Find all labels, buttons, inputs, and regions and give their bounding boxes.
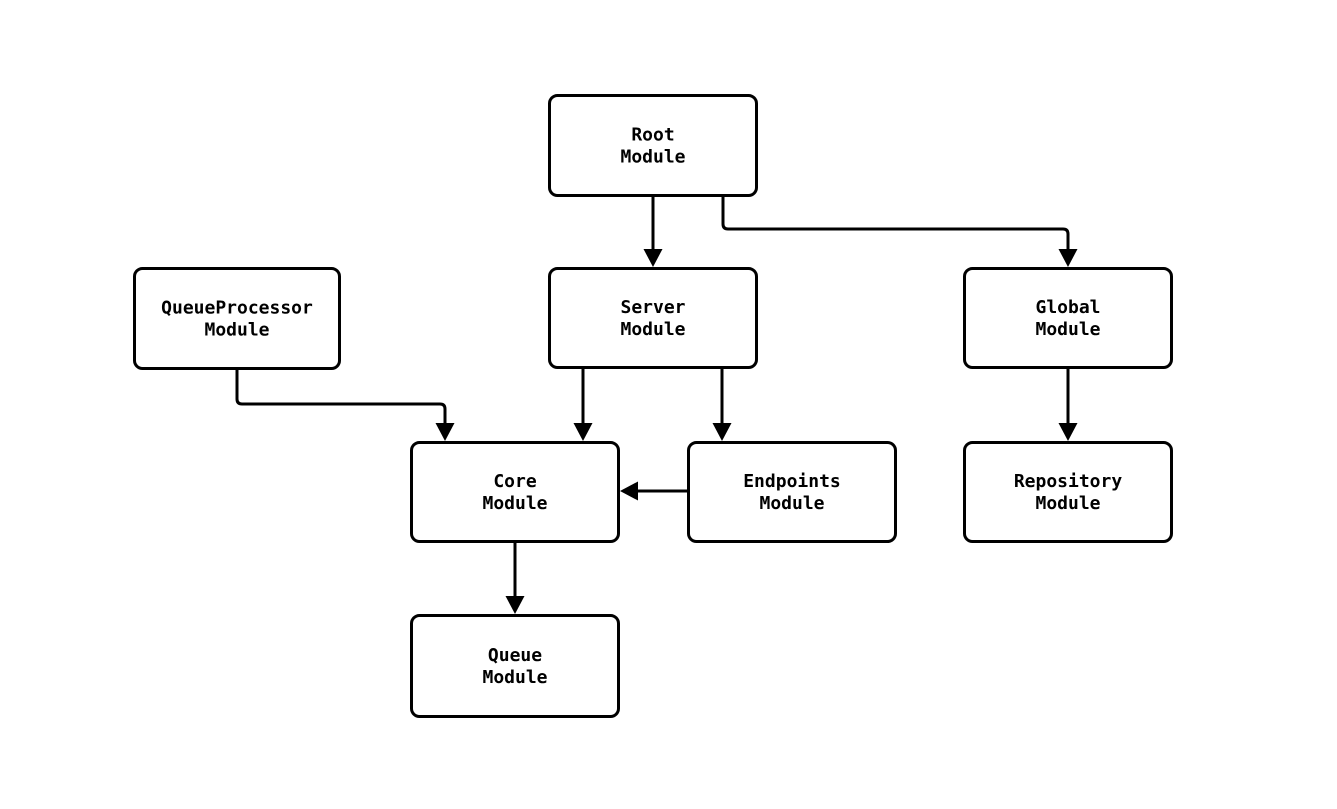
node-box[interactable]	[963, 267, 1173, 369]
arrowhead-icon	[505, 596, 525, 614]
arrowhead-icon	[712, 423, 732, 441]
node-label-line1: Queue	[488, 645, 542, 666]
node-box[interactable]	[410, 614, 620, 718]
edge-line	[721, 197, 1070, 251]
edge-core-to-queue	[505, 543, 525, 614]
node-box[interactable]	[133, 267, 341, 370]
node-box[interactable]	[687, 441, 897, 543]
edges-layer	[235, 197, 1078, 614]
node-label-line2: Module	[759, 493, 824, 514]
edge-server-to-core	[573, 369, 593, 441]
edge-line	[235, 370, 447, 425]
node-label-line2: Module	[620, 319, 685, 340]
node-label-line1: QueueProcessor	[161, 298, 313, 319]
edge-server-to-endpoints	[712, 369, 732, 441]
arrowhead-icon	[573, 423, 593, 441]
node-label-line2: Module	[1035, 319, 1100, 340]
arrowhead-icon	[620, 481, 638, 501]
node-label-line2: Module	[482, 667, 547, 688]
node-label-line1: Repository	[1014, 471, 1123, 492]
edge-root-to-global	[721, 197, 1078, 267]
node-label-line2: Module	[620, 147, 685, 168]
node-label-line1: Server	[620, 297, 685, 318]
node-label-line1: Global	[1035, 297, 1100, 318]
arrowhead-icon	[1058, 249, 1078, 267]
arrowhead-icon	[643, 249, 663, 267]
edge-global-to-repository	[1058, 369, 1078, 441]
node-label-line2: Module	[1035, 493, 1100, 514]
arrowhead-icon	[1058, 423, 1078, 441]
node-box[interactable]	[548, 94, 758, 197]
node-label-line2: Module	[482, 493, 547, 514]
node-box[interactable]	[963, 441, 1173, 543]
edge-endpoints-to-core	[620, 481, 687, 501]
node-label-line1: Endpoints	[743, 471, 841, 492]
node-box[interactable]	[548, 267, 758, 369]
edge-queueprocessor-to-core	[235, 370, 455, 441]
node-label-line1: Core	[493, 471, 537, 492]
node-label-line1: Root	[631, 125, 674, 146]
node-label-line2: Module	[204, 320, 269, 341]
node-box[interactable]	[410, 441, 620, 543]
edge-root-to-server	[643, 197, 663, 267]
arrowhead-icon	[435, 423, 455, 441]
